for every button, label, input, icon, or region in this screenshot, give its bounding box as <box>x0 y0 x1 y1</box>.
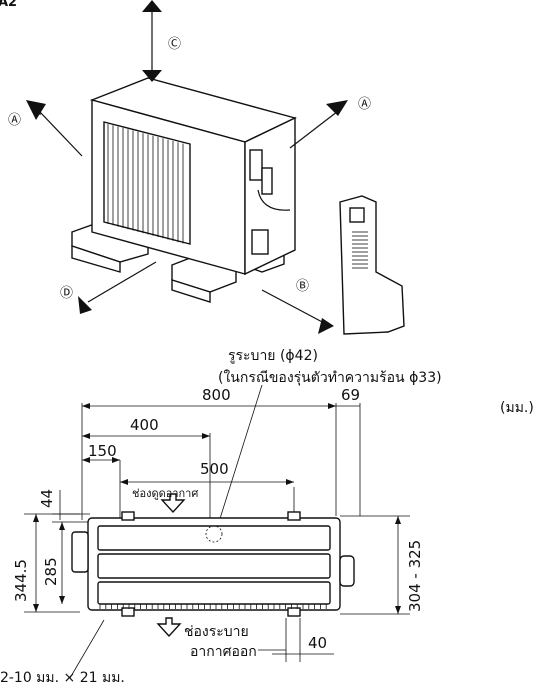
outlet-arrow-icon <box>156 617 182 638</box>
intake-arrow-icon <box>160 493 186 514</box>
figure-label: A2 <box>0 0 17 10</box>
air-intake-label: ช่องดูดอากาศ <box>132 487 198 500</box>
bolt-hole-label: รูปัด 2-10 มม. × 21 มม. <box>0 670 125 686</box>
marker-c: Ⓒ <box>168 37 181 52</box>
dim-344-5: 344.5 <box>12 559 30 602</box>
dim-40: 40 <box>308 634 327 652</box>
dim-500: 500 <box>200 460 229 478</box>
drain-leader <box>217 384 263 526</box>
service-valves <box>249 149 291 255</box>
marker-b: Ⓑ <box>296 279 309 294</box>
unit-top-view <box>71 511 355 617</box>
marker-a-left: Ⓐ <box>8 113 21 128</box>
bolt-leader <box>69 619 105 679</box>
fan-grille <box>103 121 191 245</box>
drain-note-line1: รูระบาย (ϕ42) <box>228 348 318 364</box>
unit-label: (มม.) <box>500 400 534 416</box>
air-outlet-label-1: ช่องระบาย <box>184 624 249 640</box>
dim-285: 285 <box>42 557 60 586</box>
dimension-lines <box>24 403 410 662</box>
dim-150: 150 <box>88 442 117 460</box>
side-cover-part <box>339 195 405 335</box>
dim-44: 44 <box>38 489 56 508</box>
dim-304-325: 304 - 325 <box>406 540 424 612</box>
marker-d: Ⓓ <box>60 286 73 301</box>
outdoor-unit-isometric <box>71 77 297 303</box>
marker-a-right: Ⓐ <box>358 97 371 112</box>
drain-note-line2: (ในกรณีของรุ่นตัวทำความร้อน ϕ33) <box>218 369 442 386</box>
air-outlet-label-2: อากาศออก <box>190 644 257 660</box>
airflow-arrows <box>26 0 348 334</box>
dim-400: 400 <box>130 416 159 434</box>
dim-69: 69 <box>341 386 360 404</box>
dim-800: 800 <box>202 386 231 404</box>
